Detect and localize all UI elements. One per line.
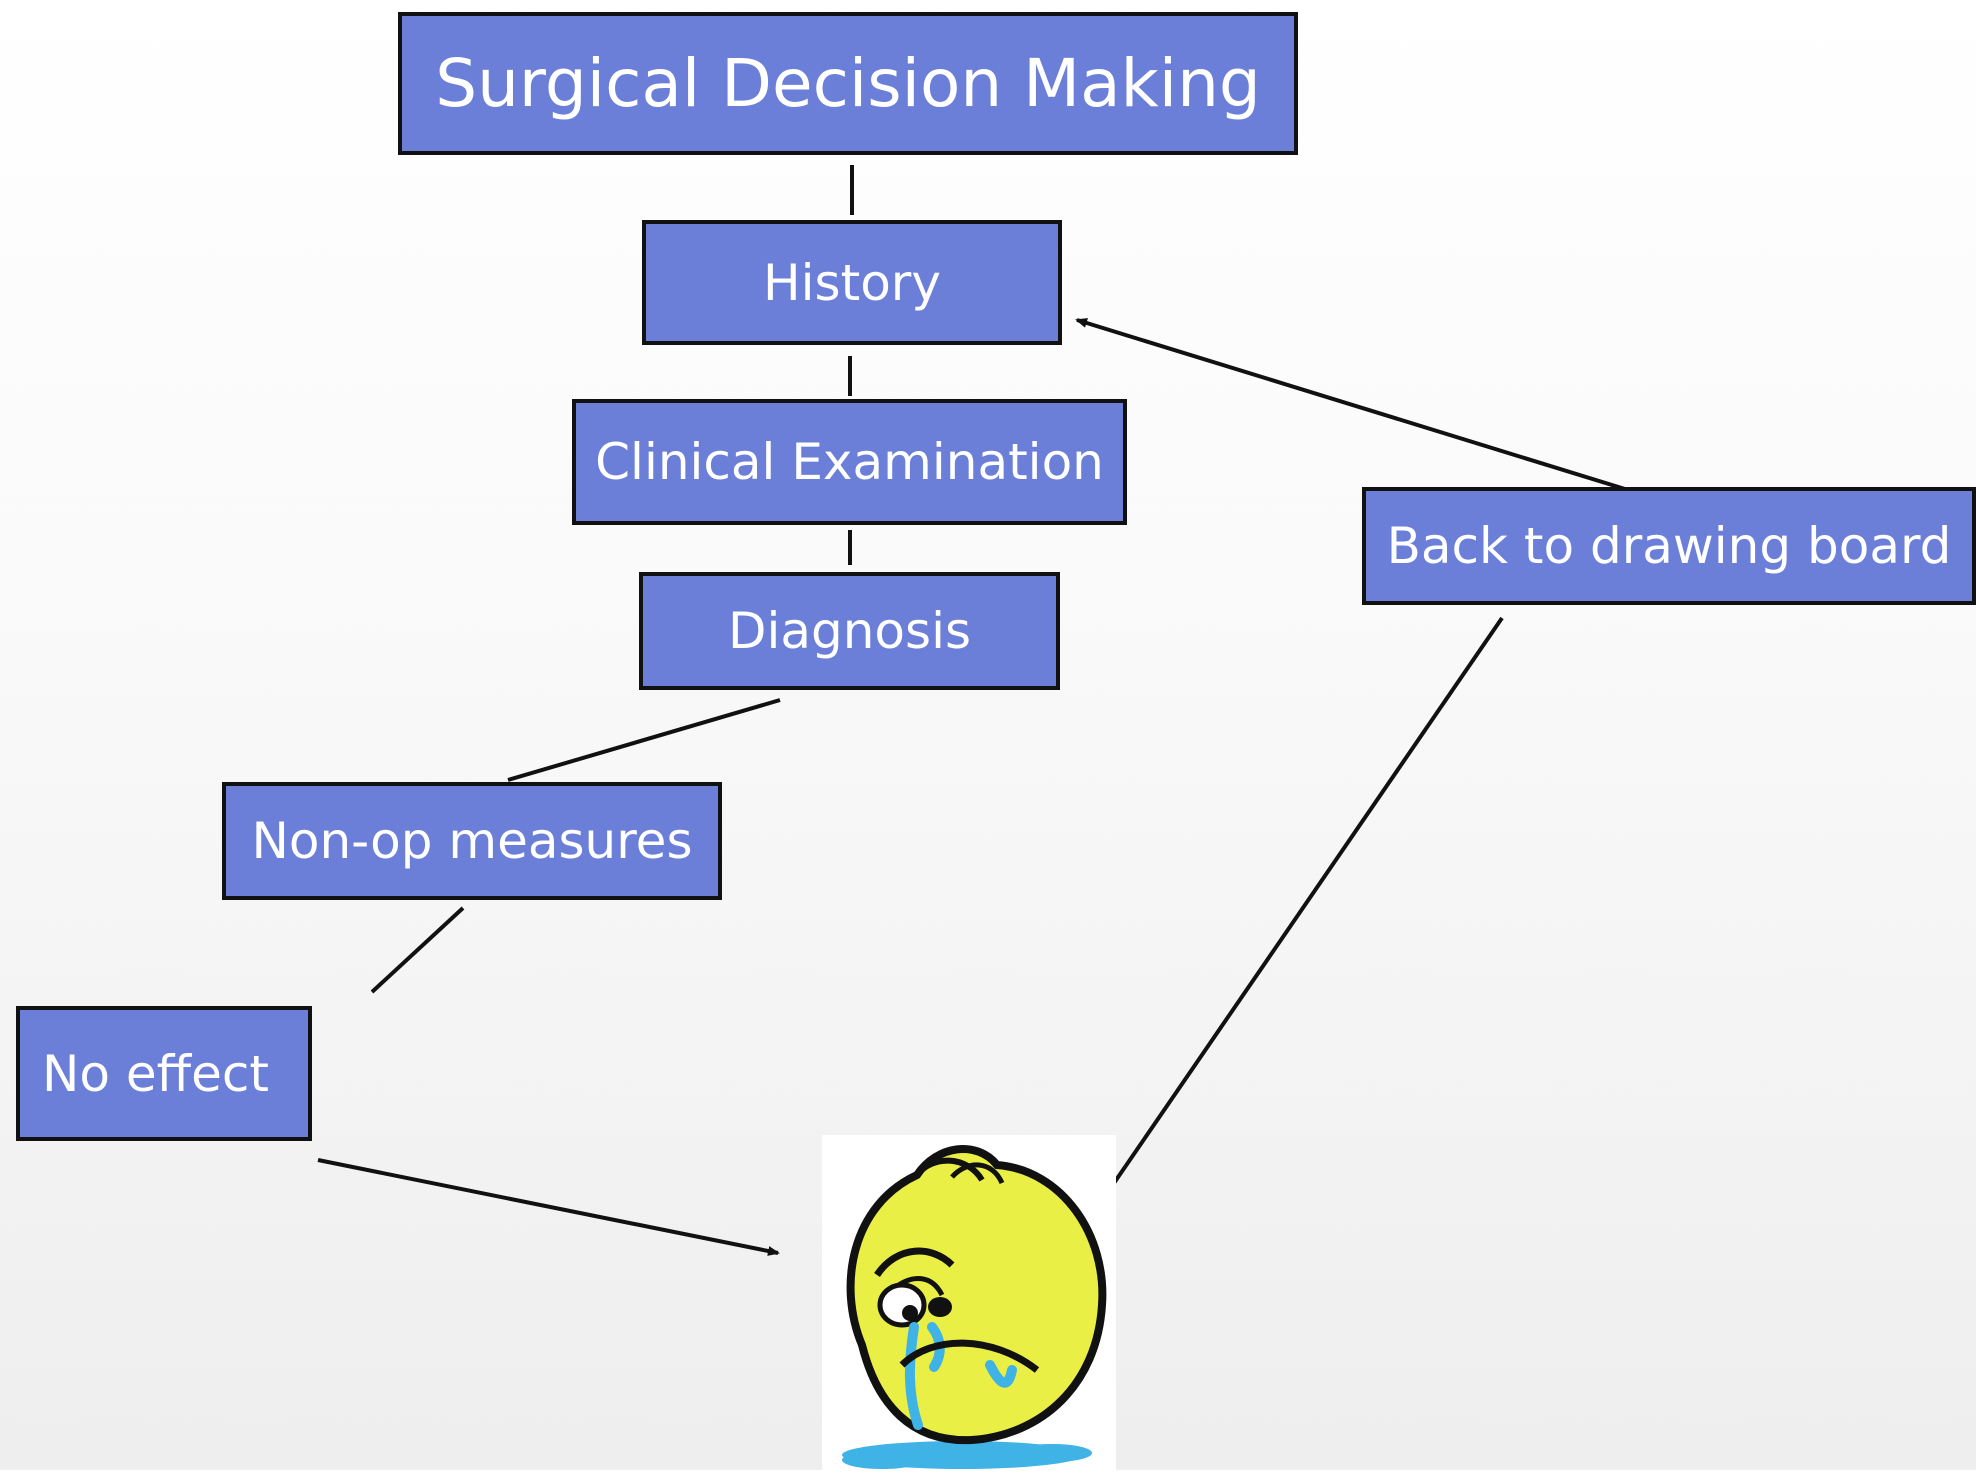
non-op-measures-box: Non-op measures [222, 782, 722, 900]
connector-diagnosis-nonop [507, 698, 781, 782]
crying-face-icon [822, 1135, 1116, 1470]
title-text: Surgical Decision Making [435, 45, 1261, 122]
history-box: History [642, 220, 1062, 345]
clinical-examination-text: Clinical Examination [595, 433, 1104, 491]
connector-nonop-noeffect [370, 906, 465, 994]
no-effect-text: No effect [42, 1044, 269, 1103]
history-text: History [763, 253, 941, 312]
arrow-backboard-history [1075, 318, 1626, 491]
arrow-noeffect-face [317, 1158, 780, 1256]
title-box: Surgical Decision Making [398, 12, 1298, 155]
back-to-drawing-board-box: Back to drawing board [1362, 487, 1976, 605]
diagnosis-text: Diagnosis [727, 602, 972, 660]
back-to-drawing-board-text: Back to drawing board [1386, 517, 1952, 575]
non-op-measures-text: Non-op measures [251, 812, 693, 870]
clinical-examination-box: Clinical Examination [572, 399, 1127, 525]
connector-face-backboard [1088, 616, 1504, 1220]
diagnosis-box: Diagnosis [639, 572, 1060, 690]
no-effect-box: No effect [16, 1006, 312, 1141]
